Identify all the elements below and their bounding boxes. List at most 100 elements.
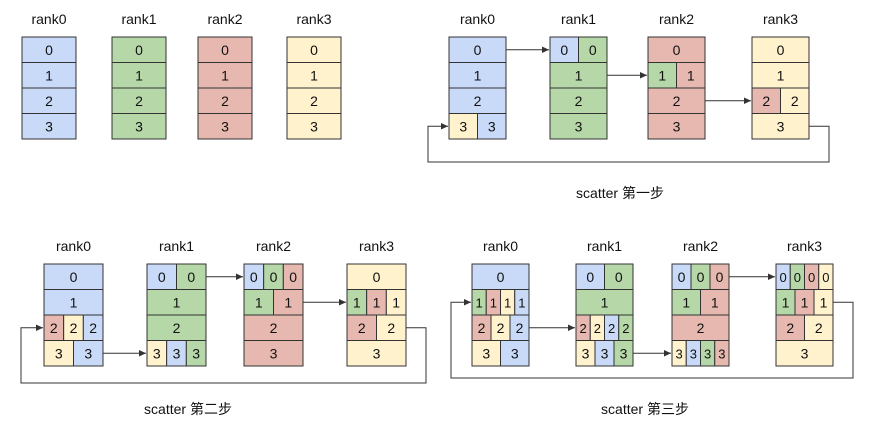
chunk-cell: 0 [111, 36, 167, 63]
chunk-label: 3 [690, 346, 697, 361]
chunk-label: 0 [221, 42, 229, 58]
chunk-cell: 1 [549, 62, 608, 89]
chunk-cell: 3 [751, 113, 810, 140]
chunk-label: 1 [45, 67, 53, 83]
chunk-block [804, 314, 834, 341]
chunk-label: 0 [716, 269, 724, 285]
chunk-block [346, 340, 407, 367]
chunk-label: 0 [822, 270, 829, 285]
chunk-label: 0 [250, 269, 258, 285]
chunk-cell: 2 [647, 87, 706, 114]
chunk-label: 1 [820, 294, 828, 310]
chunk-label: 3 [620, 345, 628, 361]
chunk-block [751, 113, 810, 140]
rank-label: rank0 [56, 238, 91, 254]
chunk-label: 0 [187, 269, 195, 285]
chunk-cell: 1 [146, 289, 207, 316]
rank-label: rank0 [483, 238, 518, 254]
rank-label: rank3 [763, 11, 798, 27]
chunk-label: 3 [482, 345, 490, 361]
chunk-block [376, 314, 407, 341]
wraparound-arrow [20, 324, 427, 384]
chunk-cell: 3 [111, 113, 167, 140]
chunk-block [578, 36, 608, 63]
chunk-label: 2 [497, 320, 505, 336]
chunk-label: 3 [488, 118, 496, 134]
chunk-label: 1 [687, 67, 695, 83]
chunk-cell: 3 [346, 340, 407, 367]
chunk-label: 3 [777, 118, 785, 134]
chunk-label: 3 [153, 345, 161, 361]
chunk-label: 0 [794, 270, 801, 285]
chunk-label: 2 [474, 93, 482, 109]
chunk-cell: 1 [448, 62, 507, 89]
chunk-block [286, 113, 342, 140]
chunk-label: 0 [289, 269, 297, 285]
chunk-block [575, 263, 605, 290]
chunk-label: 1 [518, 295, 525, 310]
chunk-cell: 3 [549, 113, 608, 140]
chunk-label: 3 [55, 345, 63, 361]
chunk-cell: 0 [647, 36, 706, 63]
chunk-block [21, 62, 77, 89]
chunk-cell: 0 [21, 36, 77, 63]
chunk-label: 2 [45, 93, 53, 109]
chunk-label: 0 [673, 42, 681, 58]
step-caption: scatter 第一步 [576, 185, 664, 201]
chunk-label: 0 [135, 42, 143, 58]
chunk-cell: 3 [775, 340, 834, 367]
chunk-cell: 2 [243, 314, 304, 341]
rank-label: rank2 [659, 11, 694, 27]
chunk-cell: 2 [286, 87, 342, 114]
chunk-label: 1 [658, 67, 666, 83]
chunk-block [780, 87, 810, 114]
rank-label: rank1 [561, 11, 596, 27]
panels-layer: rank00123rank10123rank20123rank30123rank… [21, 11, 834, 367]
chunk-label: 2 [516, 320, 524, 336]
chunk-cell: 3 [286, 113, 342, 140]
rank-label: rank2 [256, 238, 291, 254]
chunk-label: 3 [801, 345, 809, 361]
chunk-label: 2 [89, 320, 97, 336]
chunk-label: 2 [310, 93, 318, 109]
chunk-cell: 3 [21, 113, 77, 140]
chunk-block [21, 36, 77, 63]
rank-label: rank3 [296, 11, 331, 27]
chunk-label: 1 [777, 67, 785, 83]
chunk-label: 0 [474, 42, 482, 58]
chunk-label: 3 [718, 346, 725, 361]
chunk-label: 0 [615, 269, 623, 285]
chunk-cell: 2 [671, 314, 730, 341]
chunk-block [549, 113, 608, 140]
chunk-label: 3 [511, 345, 519, 361]
chunk-label: 2 [673, 93, 681, 109]
chunk-label: 1 [70, 294, 78, 310]
chunk-block [185, 340, 207, 367]
chunk-label: 0 [560, 42, 568, 58]
chunk-label: 1 [682, 294, 690, 310]
